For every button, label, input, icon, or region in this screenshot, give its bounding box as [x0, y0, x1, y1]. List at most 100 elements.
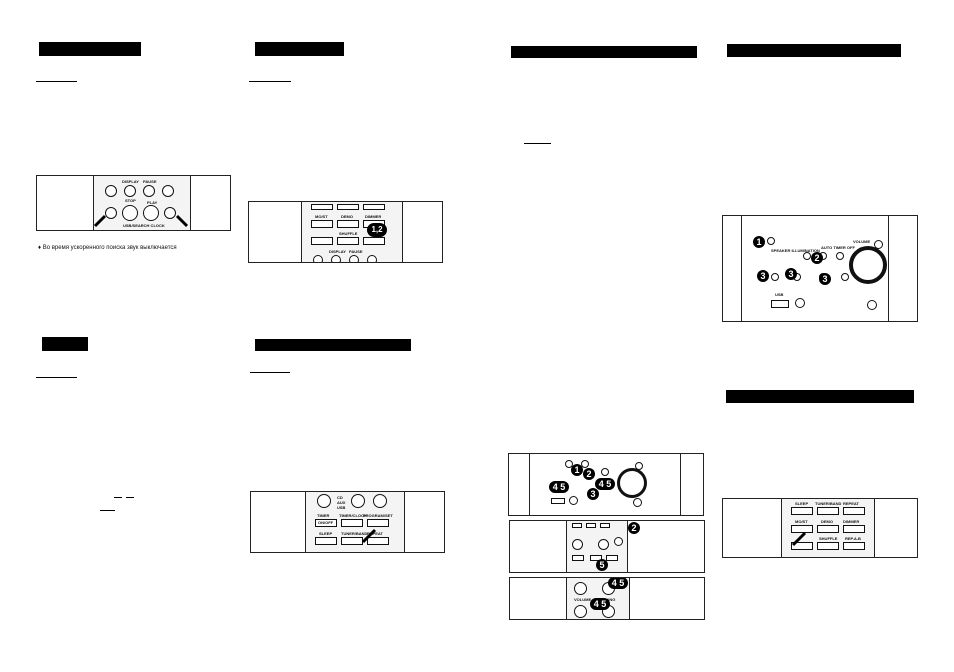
repeat-button[interactable] [367, 537, 389, 545]
volume-down-icon[interactable] [574, 605, 587, 618]
repeat-button[interactable] [843, 507, 865, 515]
label-timer-clock: TIMER/CLOCK [339, 513, 367, 518]
label-display: DISPLAY [122, 179, 139, 184]
power-icon[interactable] [572, 539, 583, 550]
tuning-button[interactable] [633, 498, 642, 507]
label-play: PLAY [147, 200, 158, 205]
callout-1: 1 [753, 236, 765, 248]
display-button[interactable] [124, 185, 136, 197]
mo-st-button[interactable] [311, 220, 333, 228]
timer-on-off-button[interactable] [315, 519, 337, 527]
tuner-band-button[interactable] [817, 507, 839, 515]
bottom-round-button[interactable] [313, 255, 323, 262]
callout-4-5: 4 5 [549, 481, 569, 493]
label-dimmer: DIMMER [365, 214, 382, 219]
label-demo: DEMO [821, 519, 833, 524]
section-header-bar-1 [39, 42, 141, 56]
bottom-round-button[interactable] [331, 255, 341, 262]
callout-1-2: 1,2 [367, 223, 387, 237]
demo-button[interactable] [817, 525, 839, 533]
label-volume: VOLUME [574, 597, 592, 602]
timer-clock-button[interactable] [341, 519, 363, 527]
power-icon[interactable] [317, 494, 331, 508]
subheading-underline [524, 143, 551, 144]
bottom-round-button[interactable] [349, 255, 359, 262]
usb-port[interactable] [771, 300, 789, 308]
search-forward-icon[interactable] [164, 207, 176, 219]
sleep-button[interactable] [315, 537, 337, 545]
callout-3: 3 [757, 270, 769, 282]
callout-4-5: 4 5 [608, 578, 628, 589]
panel-button[interactable] [601, 468, 609, 476]
top-button-row[interactable] [337, 204, 359, 210]
headphone-jack[interactable] [569, 496, 578, 505]
program-set-button[interactable] [606, 555, 618, 561]
tuning-button[interactable] [311, 237, 333, 245]
subheading-underline [250, 372, 290, 373]
panel-button[interactable] [803, 252, 811, 260]
panel-button[interactable] [581, 460, 589, 468]
mute-button[interactable] [614, 537, 623, 546]
callout-2: 2 [811, 252, 823, 264]
tuning-button[interactable] [791, 542, 813, 550]
top-button-row[interactable] [600, 523, 610, 528]
eject-icon[interactable] [351, 494, 365, 508]
top-button-row[interactable] [572, 523, 582, 528]
top-button-row[interactable] [311, 204, 333, 210]
press-arrow-icon [93, 214, 189, 228]
callout-3: 3 [785, 268, 797, 280]
rep-ab-button[interactable] [363, 237, 385, 245]
usb-port[interactable] [551, 498, 565, 504]
section-header-bar-6 [255, 339, 411, 351]
eject-icon[interactable] [598, 539, 609, 550]
aux-input-button[interactable] [874, 240, 883, 249]
section-header-bar-5 [42, 337, 88, 351]
rep-ab-button[interactable] [843, 542, 865, 550]
volume-knob[interactable] [617, 468, 647, 498]
volume-knob[interactable] [849, 246, 887, 284]
inline-underline [100, 510, 115, 511]
stop-icon[interactable] [122, 205, 138, 221]
volume-up-icon[interactable] [574, 582, 587, 595]
play-icon[interactable] [143, 205, 159, 221]
subheading-underline [249, 81, 291, 82]
power-icon[interactable] [767, 237, 775, 245]
skip-forward-icon[interactable] [162, 185, 174, 197]
label-shuffle: SHUFFLE [339, 231, 358, 236]
demo-button[interactable] [337, 220, 359, 228]
dimmer-button[interactable] [843, 525, 865, 533]
skip-back-icon[interactable] [105, 185, 117, 197]
bottom-round-button[interactable] [367, 255, 377, 262]
panel-button[interactable] [836, 252, 844, 260]
panel-button[interactable] [841, 273, 849, 281]
mute-button[interactable] [373, 494, 387, 508]
timer-on-off-button[interactable] [572, 555, 584, 561]
top-button-row[interactable] [586, 523, 596, 528]
headphone-jack[interactable] [795, 298, 805, 308]
tuning-button[interactable] [867, 300, 877, 310]
callout-3: 3 [587, 488, 599, 500]
label-tuner-band: TUNER/BAND [815, 501, 842, 506]
sleep-button[interactable] [791, 507, 813, 515]
top-button-row[interactable] [363, 204, 385, 210]
shuffle-button[interactable] [337, 237, 359, 245]
inline-underline [114, 497, 122, 498]
figure-unit-panel: SPEAKER ILLUMINATION AUTO TIMER OFF VOLU… [722, 215, 918, 322]
shuffle-button[interactable] [817, 542, 839, 550]
subheading-underline [36, 81, 77, 82]
callout-4-5: 4 5 [595, 478, 615, 490]
timer-clock-button[interactable] [590, 555, 602, 561]
program-set-button[interactable] [367, 519, 389, 527]
search-back-icon[interactable] [105, 207, 117, 219]
figure-remote-tuning: VOLUME TUNING 4 5 4 5 [509, 577, 705, 620]
figure-unit-program: 1 2 4 5 4 5 3 [508, 453, 704, 516]
panel-button[interactable] [565, 460, 573, 468]
pause-icon[interactable] [143, 185, 155, 197]
figure-remote-timer: CD AUX USB TIMER TIMER/CLOCK PROGRAM/SET… [250, 491, 445, 553]
aux-input-button[interactable] [635, 462, 643, 470]
label-demo: DEMO [341, 214, 353, 219]
panel-button[interactable] [771, 273, 779, 281]
label-shuffle: SHUFFLE [819, 536, 838, 541]
mo-st-button[interactable] [791, 525, 813, 533]
label-rep-ab: REP.A-B [845, 536, 861, 541]
